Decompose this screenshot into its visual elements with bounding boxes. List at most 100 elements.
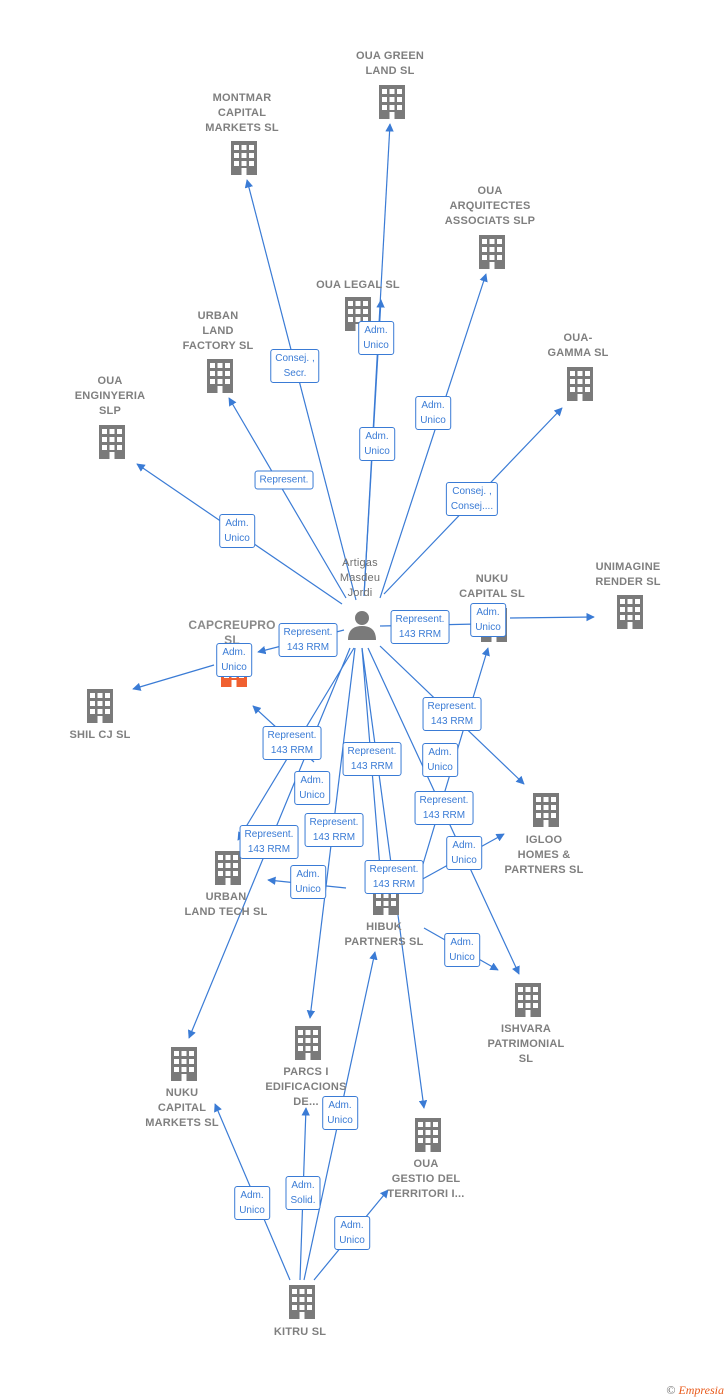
edge-label[interactable]: Adm. Unico — [470, 603, 506, 637]
building-icon[interactable] — [515, 983, 541, 1017]
building-icon[interactable] — [87, 689, 113, 723]
edge-label-line: Adm. — [225, 518, 249, 529]
edge-label-line: Adm. — [296, 869, 320, 880]
edge-label[interactable]: Adm.Unico — [216, 643, 252, 677]
edge-label[interactable]: Adm. Unico — [322, 1096, 358, 1130]
building-icon[interactable] — [415, 1118, 441, 1152]
building-icon[interactable] — [617, 595, 643, 629]
edge-label[interactable]: Represent.143 RRM — [390, 610, 450, 644]
edge-label-line: 143 RRM — [350, 761, 394, 772]
node-label-line: GESTIO DEL — [391, 1173, 461, 1185]
edge-capcreupro-to-shil-cj — [132, 664, 215, 691]
node-label-line: OUA — [477, 185, 503, 197]
edge-label-line: Represent. — [309, 817, 359, 828]
node-label-line: ENGINYERIA — [74, 390, 146, 402]
node-label-line: LAND SL — [365, 65, 415, 77]
edge-label[interactable]: Consej. ,Consej.... — [445, 482, 499, 516]
edge-label-line: Adm. — [476, 607, 500, 618]
building-icon[interactable] — [215, 851, 241, 885]
edge-label[interactable]: Represent. — [254, 470, 314, 490]
edge-label-line: Represent. — [244, 829, 294, 840]
edge-label[interactable]: Adm.Unico — [334, 1216, 370, 1250]
edge-label-line: Adm. — [240, 1190, 264, 1201]
edge-label[interactable]: Adm.Unico — [422, 743, 458, 777]
edge-label-line: Unico — [295, 884, 321, 895]
node-label-line: MARKETS SL — [145, 1117, 219, 1129]
node-label[interactable]: OUA-GAMMA SL — [513, 331, 643, 361]
building-icon[interactable] — [567, 367, 593, 401]
node-label[interactable]: KITRU SL — [235, 1325, 365, 1340]
building-icon[interactable] — [289, 1285, 315, 1319]
edge-label-line: Adm. — [450, 937, 474, 948]
edge-center-to-oua-arquitectes — [379, 273, 488, 599]
edge-label[interactable]: Adm.Unico — [234, 1186, 270, 1220]
edge-label-line: Represent. — [419, 795, 469, 806]
building-icon[interactable] — [231, 141, 257, 175]
edge-label[interactable]: Represent.143 RRM — [414, 791, 474, 825]
building-icon[interactable] — [479, 235, 505, 269]
edge-label[interactable]: Represent.143 RRM — [342, 742, 402, 776]
edge-label[interactable]: Adm.Unico — [219, 514, 255, 548]
edge-label-line: Unico — [449, 952, 475, 963]
edge-label[interactable]: Represent.143 RRM — [422, 697, 482, 731]
edge-center-to-urban-land-factory — [228, 397, 347, 599]
building-icon[interactable] — [379, 85, 405, 119]
edge-label[interactable]: Represent.143 RRM — [364, 860, 424, 894]
node-label-line: OUA — [413, 1158, 439, 1170]
edge-label-line: Unico — [364, 446, 390, 457]
person-icon[interactable] — [348, 611, 376, 640]
edge-label-line: Represent. — [369, 864, 419, 875]
edge-label[interactable]: Adm.Unico — [415, 396, 451, 430]
building-icon[interactable] — [207, 359, 233, 393]
edge-label[interactable]: Represent.143 RRM — [278, 623, 338, 657]
node-label-line: IGLOO — [525, 834, 563, 846]
edge-label-line: Consej.... — [450, 501, 494, 512]
node-label-line: Artigas — [342, 557, 378, 569]
edge-label-line: Adm. — [452, 840, 476, 851]
node-label[interactable]: OUA ARQUITECTES ASSOCIATS SLP — [425, 184, 555, 229]
edge-label-line: Represent. — [283, 627, 333, 638]
edge-label-line: Adm. — [328, 1100, 352, 1111]
edge-label[interactable]: Adm.Unico — [358, 321, 394, 355]
edge-label[interactable]: Adm.Unico — [294, 771, 330, 805]
building-icon[interactable] — [295, 1026, 321, 1060]
node-label-line: ARQUITECTES — [449, 200, 531, 212]
node-label[interactable]: OUA LEGAL SL — [293, 278, 423, 293]
edge-label[interactable]: Represent.143 RRM — [239, 825, 299, 859]
node-label-line: CAPITAL — [157, 1102, 207, 1114]
edge-label[interactable]: Adm. Solid. — [285, 1176, 321, 1210]
edge-label[interactable]: Adm. Unico — [290, 865, 326, 899]
building-icon[interactable] — [99, 425, 125, 459]
edge-label[interactable]: Consej. ,Secr. — [270, 349, 320, 383]
building-icon[interactable] — [533, 793, 559, 827]
edge-label[interactable]: Adm. Unico — [444, 933, 480, 967]
edge-label-line: Unico — [327, 1115, 353, 1126]
edge-label-line: Adm. — [291, 1180, 315, 1191]
edge-label-line: Solid. — [290, 1195, 316, 1206]
building-icon[interactable] — [171, 1047, 197, 1081]
edge-label-line: Adm. — [428, 747, 452, 758]
edge-label[interactable]: Represent.143 RRM — [304, 813, 364, 847]
node-label-line: SL — [518, 1053, 534, 1065]
edge-label[interactable]: Represent.143 RRM — [262, 726, 322, 760]
node-label[interactable]: SHIL CJ SL — [35, 728, 165, 743]
edge-label-line: Unico — [475, 622, 501, 633]
edge-center-to-montmar — [244, 179, 357, 601]
node-label-line: ASSOCIATS SLP — [444, 215, 536, 227]
edge-label[interactable]: Adm.Unico — [446, 836, 482, 870]
edge-label[interactable]: Adm.Unico — [359, 427, 395, 461]
